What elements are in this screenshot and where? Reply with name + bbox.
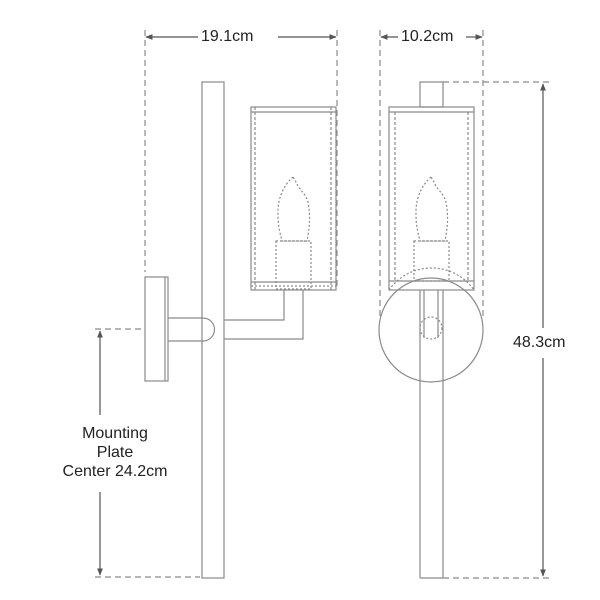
mount-label-line-1: Mounting: [82, 425, 148, 442]
front-candle-sleeve: [413, 240, 450, 282]
dim-label-front-width: 10.2cm: [401, 27, 454, 46]
side-lamp-arm: [224, 290, 304, 340]
side-bulb-icon: [277, 176, 311, 242]
front-shade: [388, 106, 475, 291]
side-mount-arm: [168, 317, 216, 342]
front-finial: [419, 81, 444, 108]
front-view: [378, 30, 484, 579]
dim-label-mounting-plate-center: Mounting Plate Center 24.2cm: [40, 424, 190, 481]
front-round-backplate: [378, 277, 484, 383]
front-bulb-icon: [415, 176, 449, 242]
dim-label-height: 48.3cm: [513, 333, 566, 352]
side-shade: [250, 106, 337, 291]
dim-label-side-width: 19.1cm: [201, 27, 254, 46]
mount-label-line-2: Plate: [96, 444, 134, 461]
mount-label-line-3: Center 24.2cm: [62, 463, 168, 480]
side-backplate: [144, 276, 169, 382]
front-mount-knob: [419, 316, 443, 340]
dimension-lines: [95, 34, 552, 579]
side-stem: [201, 81, 225, 579]
side-view: [144, 30, 338, 579]
